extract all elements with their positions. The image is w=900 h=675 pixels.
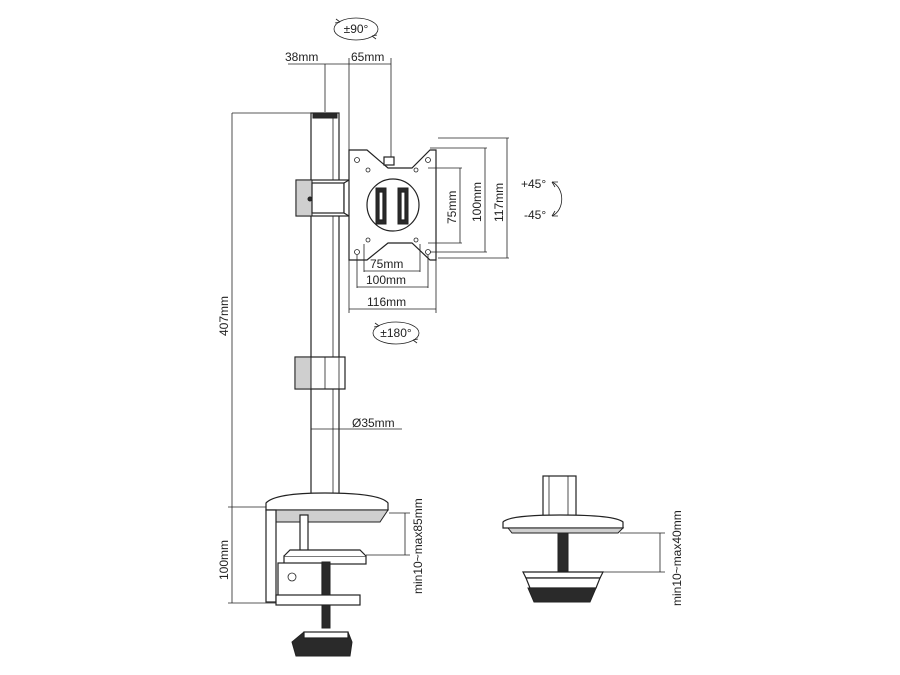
clamp-depth-label: 100mm — [217, 540, 231, 580]
pole-height-dimension: 407mm — [217, 112, 318, 508]
clamp-offset-label: 38mm — [285, 50, 318, 64]
plate-height-label: 117mm — [492, 183, 506, 222]
pole-height-label: 407mm — [217, 296, 231, 336]
pole-diameter-dimension: Ø35mm — [311, 416, 402, 430]
tilt-down-label: -45° — [524, 208, 546, 222]
top-offset-dimensions: 38mm 65mm — [285, 50, 392, 170]
vertical-vesa-dimensions: 75mm 100mm 117mm — [428, 137, 509, 259]
desk-clamp — [265, 492, 389, 657]
vesa-h-100-label: 100mm — [366, 273, 406, 287]
pole — [310, 112, 340, 501]
clamp-range-dimension: min10~max85mm — [366, 498, 425, 594]
clamp-range-label: min10~max85mm — [411, 498, 425, 594]
rotation-indicator: ±180° — [372, 321, 420, 345]
vesa-v-75-label: 75mm — [445, 191, 459, 224]
tilt-up-label: +45° — [521, 177, 546, 191]
pole-collar — [294, 356, 346, 390]
rotate-label: ±180° — [380, 326, 412, 340]
vesa-plate — [348, 149, 437, 261]
grommet-range-dimension: min10~max40mm — [600, 510, 684, 606]
plate-offset-label: 65mm — [351, 50, 384, 64]
vesa-v-100-label: 100mm — [470, 182, 484, 222]
swivel-rotation-indicator: ±90° — [333, 17, 379, 41]
pole-diameter-label: Ø35mm — [352, 416, 395, 430]
plate-width-label: 116mm — [367, 295, 406, 309]
tilt-rotation-indicator: +45° -45° — [521, 177, 563, 222]
grommet-range-label: min10~max40mm — [670, 510, 684, 606]
horizontal-vesa-dimensions: 75mm 100mm 116mm — [348, 244, 437, 313]
vesa-h-75-label: 75mm — [370, 257, 403, 271]
swivel-label: ±90° — [344, 22, 369, 36]
grommet-mount — [502, 475, 625, 603]
